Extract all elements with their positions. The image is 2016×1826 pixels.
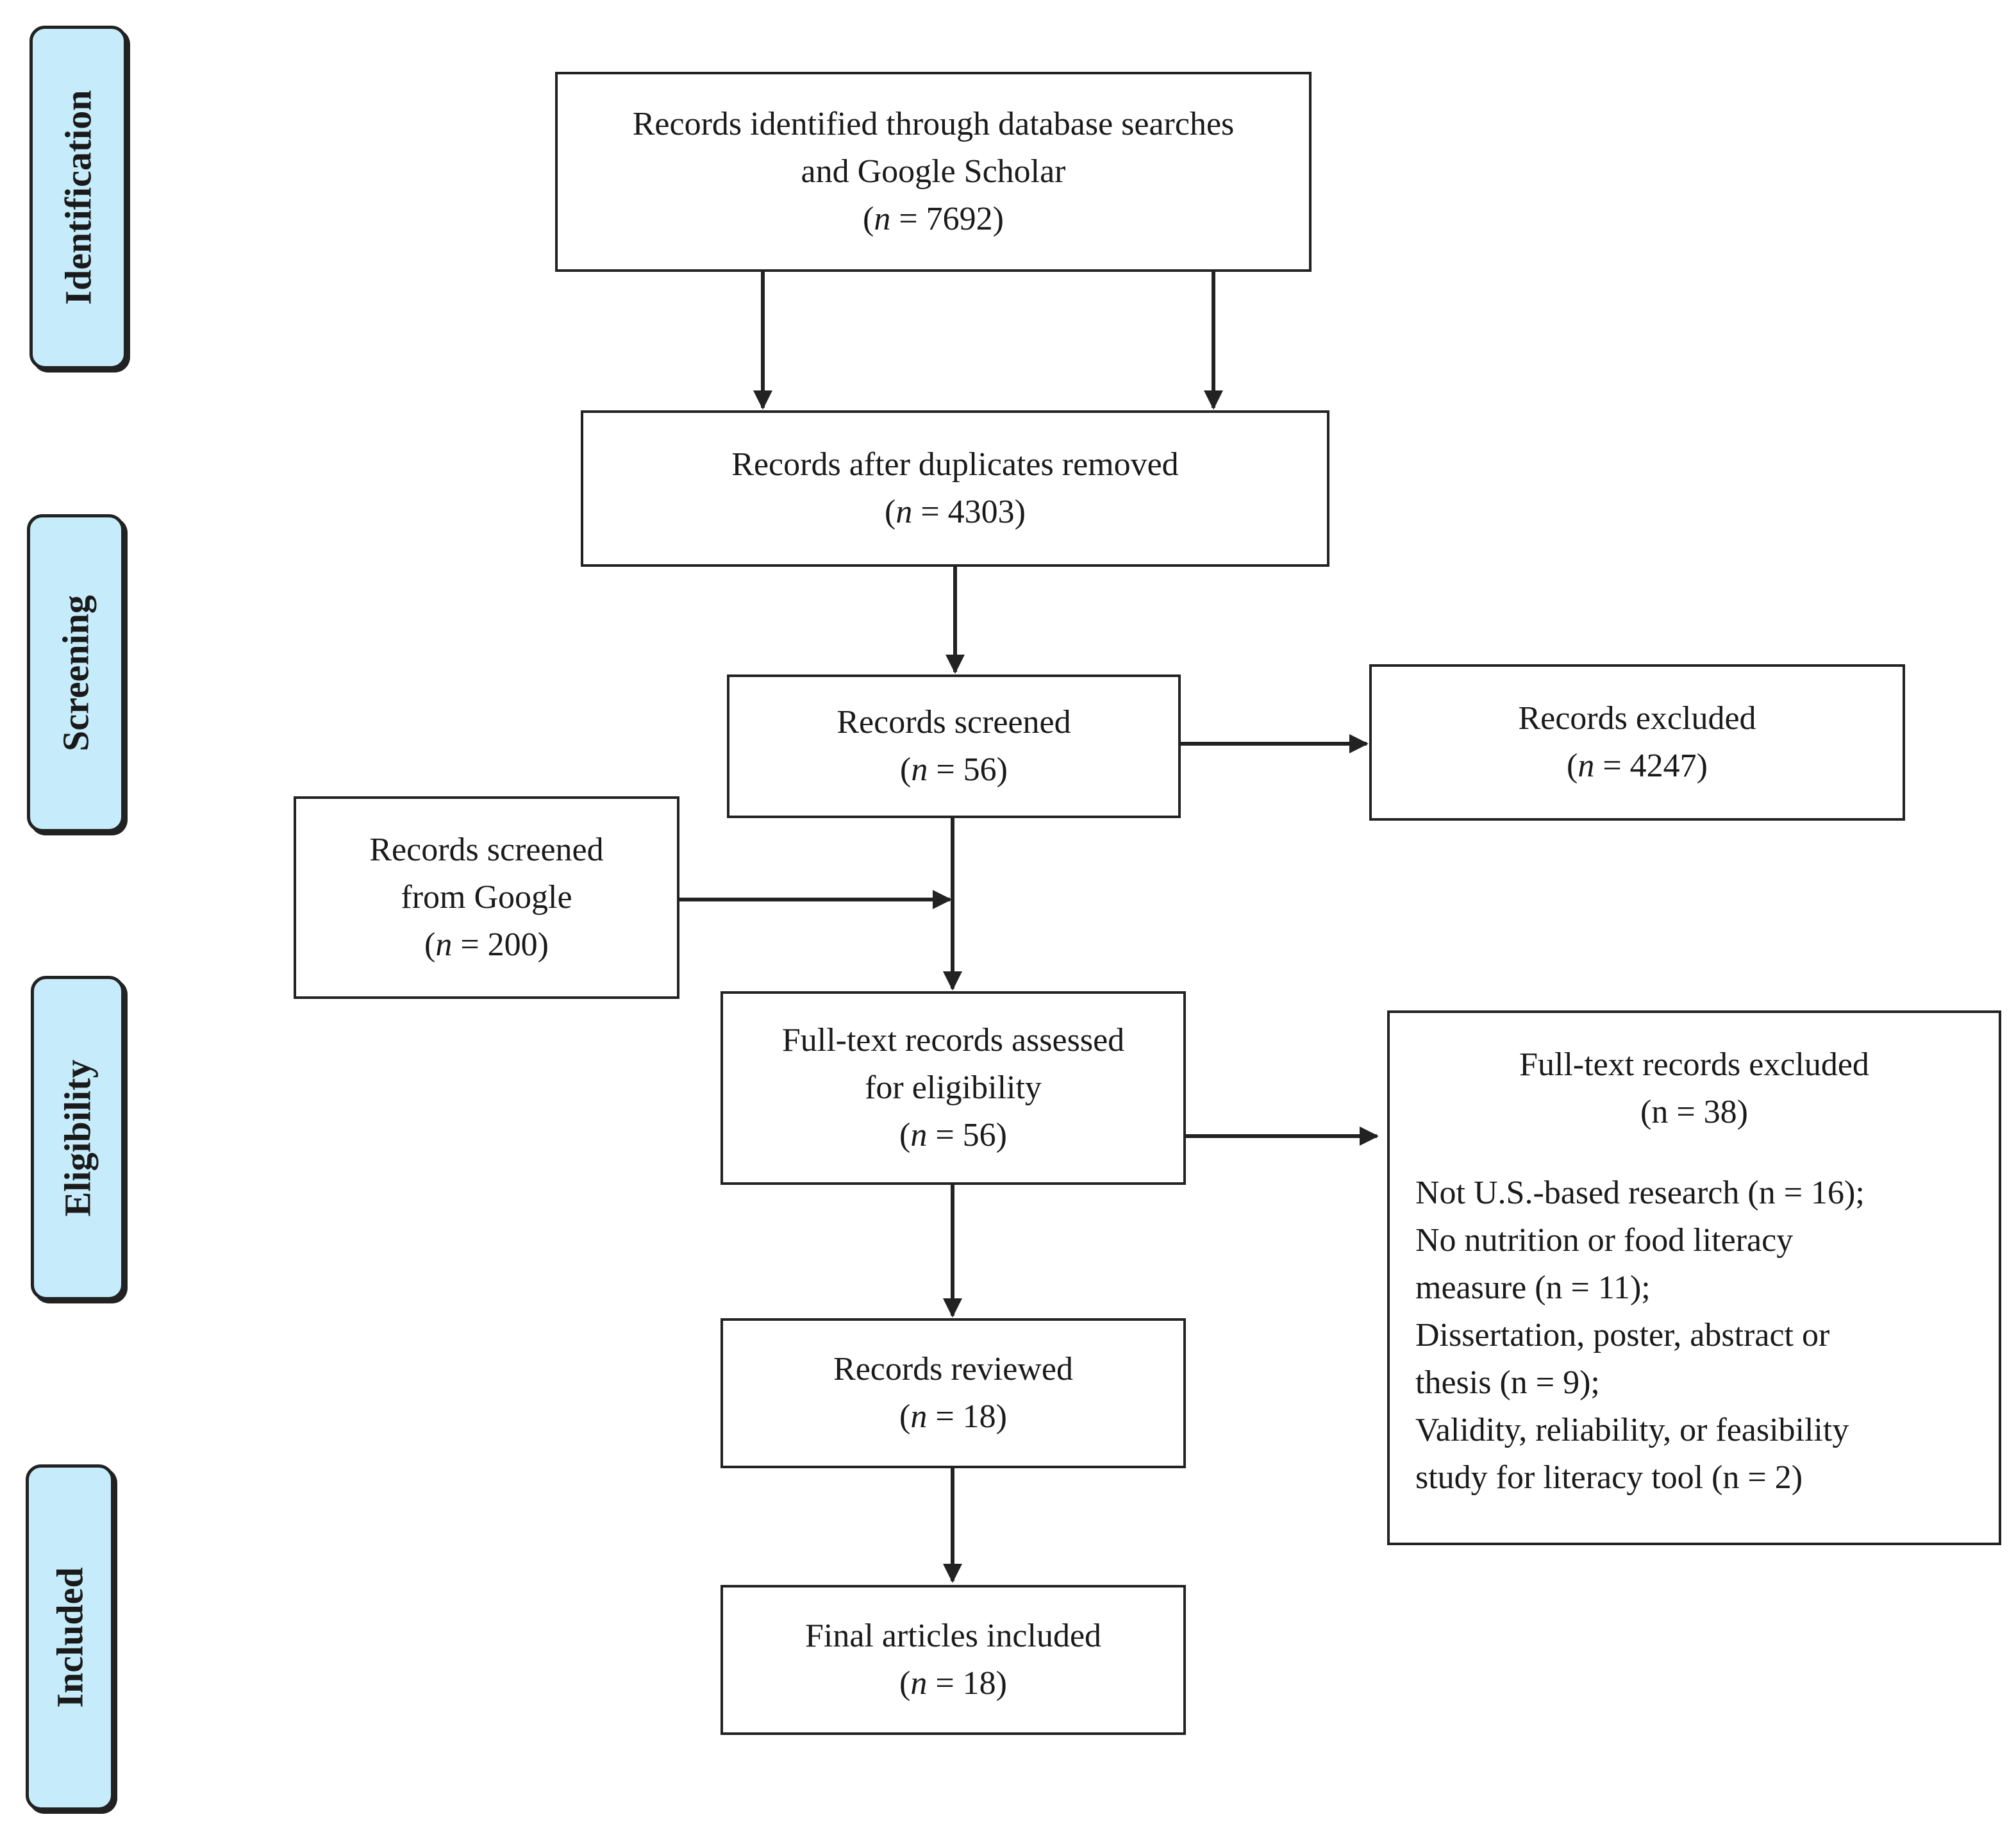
stage-label-eligibility: Eligibility [56,1059,99,1217]
box-count: (n = 18) [899,1665,1007,1702]
box-count: (n = 56) [899,1117,1007,1153]
stage-label-identification: Identification [57,90,99,305]
reason-line: Dissertation, poster, abstract or [1415,1317,1830,1353]
reason-line: measure (n = 11); [1415,1269,1651,1306]
box-line: Records reviewed [833,1351,1073,1387]
stage-label-included: Included [49,1567,91,1708]
box-records-identified: Records identified through database sear… [555,72,1312,272]
box-line: Final articles included [804,1618,1102,1654]
box-count: (n = 18) [899,1398,1007,1435]
reason-line: Validity, reliability, or feasibility [1415,1412,1849,1448]
box-full-text-assessed: Full-text records assessed for eligibili… [721,991,1186,1185]
box-line: for eligibility [865,1069,1042,1106]
box-count: (n = 7692) [863,201,1004,237]
box-line: Full-text records assessed [781,1022,1125,1059]
box-count: (n = 4303) [885,494,1026,530]
reason-line: No nutrition or food literacy [1415,1222,1794,1259]
stage-included: Included [26,1464,114,1811]
box-count: (n = 56) [900,751,1008,788]
exclusion-reasons: Not U.S.-based research (n = 16); No nut… [1390,1169,1999,1502]
box-final-articles-included: Final articles included (n = 18) [721,1585,1186,1735]
box-count: (n = 38) [1640,1094,1748,1130]
box-records-reviewed: Records reviewed (n = 18) [721,1318,1186,1468]
reason-line: thesis (n = 9); [1415,1364,1600,1401]
box-records-after-duplicates: Records after duplicates removed (n = 43… [581,410,1329,567]
box-line: Records identified through database sear… [632,106,1235,142]
box-title: Full-text records excluded [1519,1046,1869,1083]
box-line: from Google [401,879,572,916]
stage-label-screening: Screening [54,595,97,751]
reason-line: Not U.S.-based research (n = 16); [1415,1175,1865,1211]
box-records-from-google: Records screened from Google (n = 200) [294,796,679,999]
box-line: and Google Scholar [801,153,1066,190]
stage-eligibility: Eligibility [31,976,124,1300]
box-records-excluded: Records excluded (n = 4247) [1369,664,1905,821]
box-line: Records screened [369,832,604,868]
box-full-text-excluded: Full-text records excluded (n = 38) Not … [1387,1010,2001,1545]
stage-screening: Screening [27,514,124,832]
box-count: (n = 200) [424,926,549,963]
reason-line: study for literacy tool (n = 2) [1415,1459,1803,1496]
box-line: Records screened [837,704,1071,741]
box-line: Records excluded [1518,700,1756,737]
stage-identification: Identification [29,26,127,369]
box-count: (n = 4247) [1567,748,1708,784]
box-line: Records after duplicates removed [731,446,1179,483]
box-records-screened: Records screened (n = 56) [727,674,1181,818]
